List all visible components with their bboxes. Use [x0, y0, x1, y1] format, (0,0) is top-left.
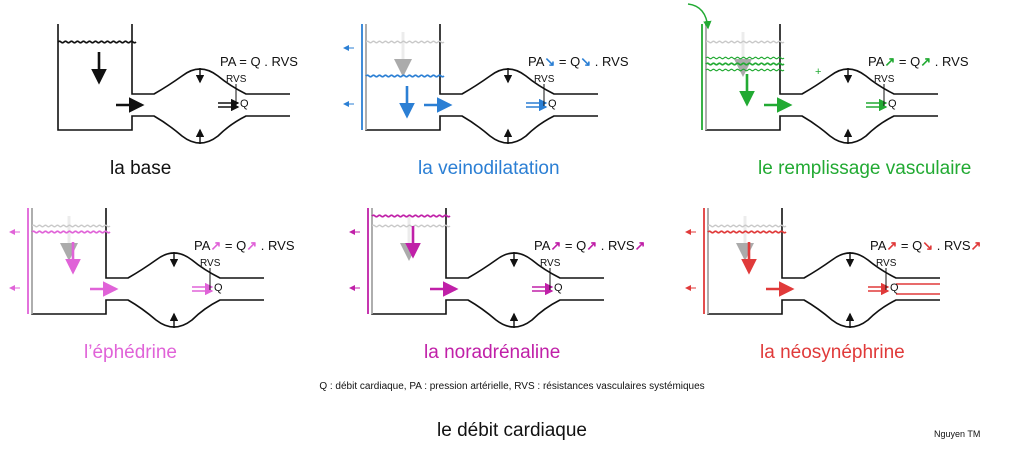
water-surface	[31, 230, 111, 234]
equation-part: ↗	[970, 238, 982, 253]
water-surface	[707, 230, 787, 234]
equation-part: RVS	[268, 238, 295, 253]
baseline-water-level	[371, 224, 451, 228]
water-surface	[57, 40, 137, 44]
author-credit: Nguyen TM	[934, 429, 981, 439]
panel-2	[343, 24, 598, 144]
rvs-label: RVS	[876, 258, 897, 269]
q-label: Q	[214, 282, 223, 294]
panel-1	[57, 24, 290, 144]
panel-equation: PA↗ = Q↗ . RVS	[194, 238, 295, 254]
equation-part: =	[897, 238, 913, 253]
figure-title: le débit cardiaque	[437, 420, 587, 441]
equation-part: =	[235, 54, 251, 69]
water-surface	[365, 74, 445, 78]
equation-part: =	[555, 54, 571, 69]
equation-part: RVS	[608, 238, 635, 253]
baseline-water-level	[365, 40, 445, 44]
equation-part: =	[561, 238, 577, 253]
equation-part: PA	[220, 54, 236, 69]
circuit-outline	[57, 24, 290, 144]
equation-part: Q	[570, 54, 581, 69]
equation-part: PA	[194, 238, 211, 253]
equation-part: PA	[868, 54, 885, 69]
equation-part: RVS	[602, 54, 629, 69]
legend-text: Q : débit cardiaque, PA : pression artér…	[319, 381, 705, 392]
panel-equation: PA = Q . RVS	[220, 54, 298, 69]
equation-part: =	[221, 238, 237, 253]
equation-part: Q	[250, 54, 261, 69]
q-label: Q	[548, 98, 557, 110]
circuit-outline	[707, 208, 940, 328]
water-surface	[705, 62, 785, 66]
equation-part: ↗	[920, 54, 932, 69]
water-surface-extra	[705, 68, 785, 72]
equation-part: Q	[236, 238, 247, 253]
panel-title: la veinodilatation	[418, 158, 560, 179]
q-label: Q	[554, 282, 563, 294]
panel-title: la noradrénaline	[424, 342, 561, 363]
panel-6	[685, 208, 940, 328]
equation-part: RVS	[944, 238, 971, 253]
equation-part: ↘	[544, 54, 556, 69]
equation-part: =	[895, 54, 911, 69]
volume-plus-sign: +	[815, 66, 822, 78]
volume-inflow-arrow	[687, 3, 712, 30]
panel-3	[687, 3, 938, 144]
baseline-water-level	[705, 40, 785, 44]
equation-part: ↗	[884, 54, 896, 69]
equation-part: Q	[910, 54, 921, 69]
circuit-outline	[705, 24, 938, 144]
rvs-label: RVS	[534, 74, 555, 85]
water-surface	[371, 214, 451, 218]
rvs-label: RVS	[200, 258, 221, 269]
panel-5	[349, 208, 604, 328]
panel-equation: PA↘ = Q↘ . RVS	[528, 54, 629, 70]
rvs-label: RVS	[226, 74, 247, 85]
panel-4	[9, 208, 264, 328]
circuit-outline	[31, 208, 264, 328]
equation-part: ↗	[886, 238, 898, 253]
equation-part: Q	[576, 238, 587, 253]
equation-part: .	[257, 238, 268, 253]
panel-title: la néosynéphrine	[760, 342, 905, 363]
equation-part: ↘	[580, 54, 592, 69]
equation-part: .	[597, 238, 608, 253]
equation-part: .	[591, 54, 602, 69]
circuit-outline	[371, 208, 604, 328]
panel-title: le remplissage vasculaire	[758, 158, 972, 179]
equation-part: ↗	[210, 238, 222, 253]
equation-part: ↗	[246, 238, 258, 253]
baseline-water-level	[707, 224, 787, 228]
equation-part: ↗	[634, 238, 646, 253]
baseline-water-level	[31, 224, 111, 228]
panel-title: la base	[110, 158, 172, 179]
equation-part: PA	[870, 238, 887, 253]
equation-part: Q	[912, 238, 923, 253]
equation-part: ↘	[922, 238, 934, 253]
equation-part: .	[933, 238, 944, 253]
q-label: Q	[240, 98, 249, 110]
panel-equation: PA↗ = Q↘ . RVS↗	[870, 238, 981, 254]
water-surface-extra	[705, 56, 785, 60]
equation-part: RVS	[271, 54, 298, 69]
panel-title: l’éphédrine	[84, 342, 177, 363]
equation-part: RVS	[942, 54, 969, 69]
equation-part: .	[931, 54, 942, 69]
rvs-label: RVS	[540, 258, 561, 269]
equation-part: PA	[534, 238, 551, 253]
q-label: Q	[888, 98, 897, 110]
circuit-outline	[365, 24, 598, 144]
rvs-label: RVS	[874, 74, 895, 85]
q-label: Q	[890, 282, 899, 294]
equation-part: PA	[528, 54, 545, 69]
equation-part: .	[260, 54, 272, 69]
panel-equation: PA↗ = Q↗ . RVS↗	[534, 238, 645, 254]
panel-equation: PA↗ = Q↗ . RVS	[868, 54, 969, 70]
equation-part: ↗	[550, 238, 562, 253]
equation-part: ↗	[586, 238, 598, 253]
